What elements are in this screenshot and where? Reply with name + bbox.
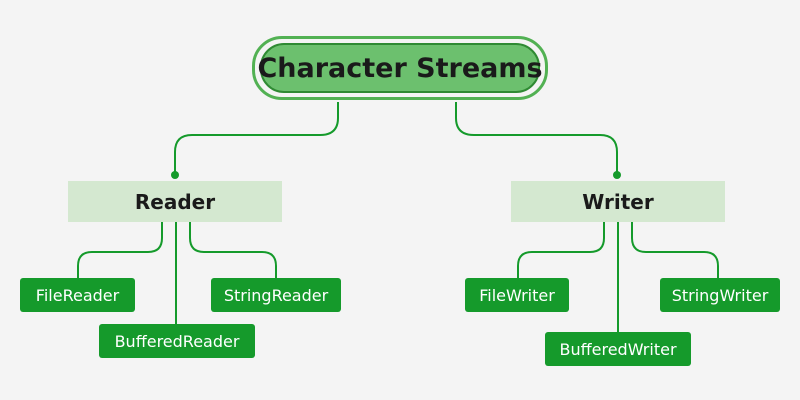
leaf-node-bufferedreader: BufferedReader: [99, 324, 255, 358]
leaf-node-bufferedwriter: BufferedWriter: [545, 332, 691, 366]
branch-node-reader: Reader: [68, 181, 282, 222]
leaf-node-stringreader: StringReader: [211, 278, 341, 312]
connector-dot-reader: [171, 171, 179, 179]
root-node-label: Character Streams: [257, 43, 543, 93]
leaf-node-stringwriter: StringWriter: [660, 278, 780, 312]
connector-root-reader: [174, 102, 339, 176]
connector-reader-filereader: [77, 222, 163, 279]
leaf-node-filewriter: FileWriter: [465, 278, 569, 312]
connector-reader-stringreader: [189, 222, 277, 279]
branch-node-writer: Writer: [511, 181, 725, 222]
connector-writer-filewriter: [517, 222, 605, 279]
root-node-frame: Character Streams: [252, 36, 548, 100]
connector-dot-writer: [613, 171, 621, 179]
connector-root-writer: [455, 102, 618, 176]
connector-writer-stringwriter: [631, 222, 719, 279]
leaf-node-filereader: FileReader: [20, 278, 135, 312]
